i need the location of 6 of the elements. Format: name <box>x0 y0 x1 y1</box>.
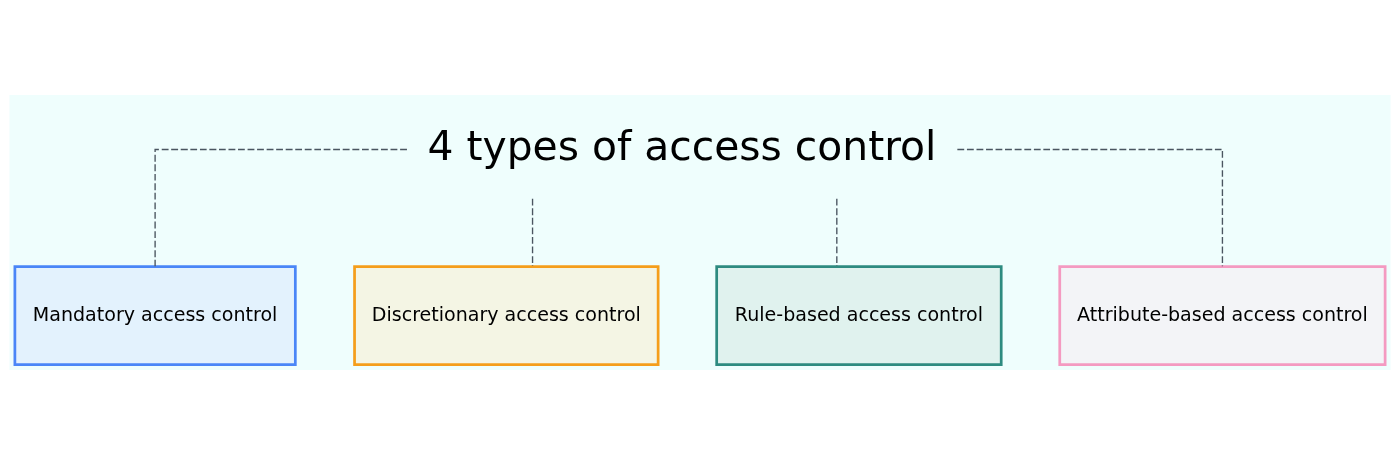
connector <box>154 148 408 267</box>
node-box: Mandatory access control <box>13 265 297 366</box>
node-box: Attribute-based access control <box>1058 265 1387 366</box>
node-box: Discretionary access control <box>353 265 660 366</box>
node-text: 4 types of access control <box>427 121 937 170</box>
node-box: Rule-based access control <box>715 265 1003 366</box>
